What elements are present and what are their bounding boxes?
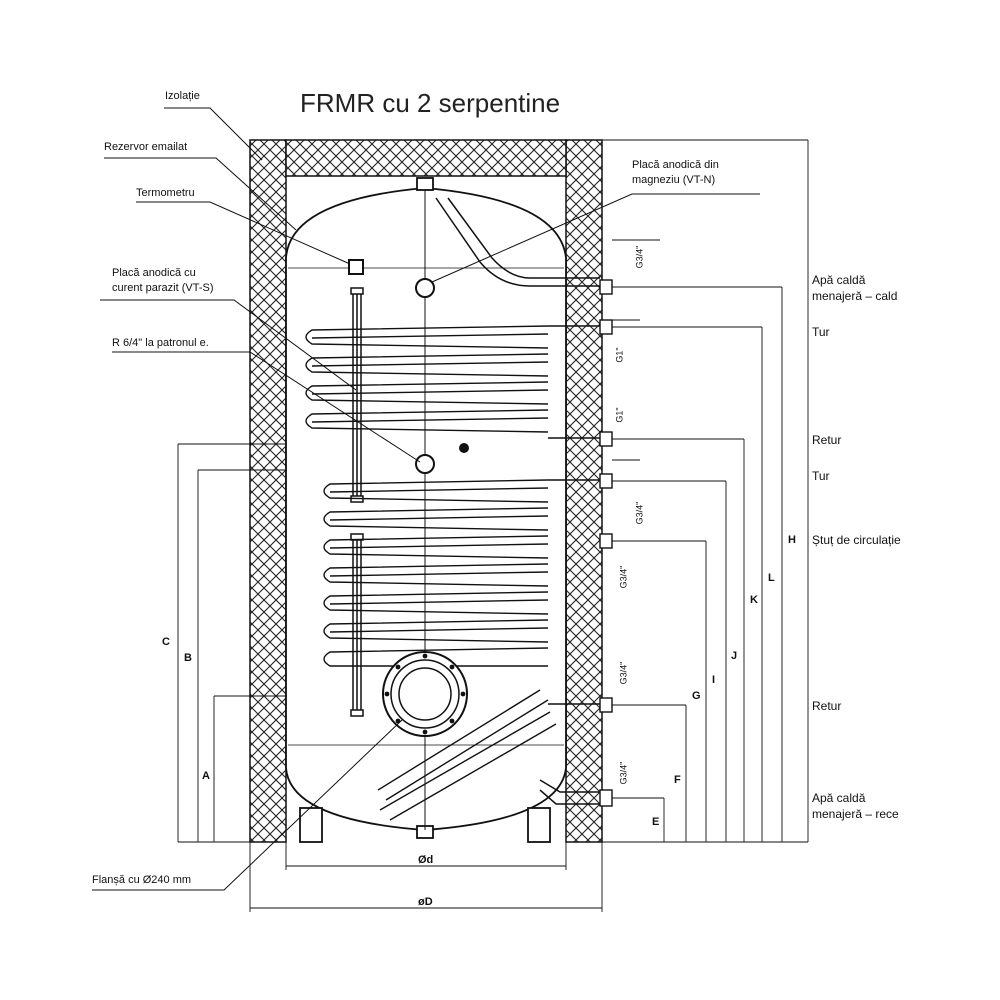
size-label-tur-2: G3/4" bbox=[634, 501, 645, 525]
dim-letter-c: C bbox=[162, 636, 170, 648]
dim-letter-h: H bbox=[788, 534, 796, 546]
label-apa-calda-cald-line2: menajeră – cald bbox=[812, 289, 898, 303]
label-r64: R 6/4" la patronul e. bbox=[112, 337, 209, 349]
bottom-dimension-lines bbox=[249, 842, 603, 912]
diagonal-return-tubes bbox=[377, 689, 557, 821]
size-label-cold-in: G3/4" bbox=[618, 761, 629, 785]
connection-stubs bbox=[599, 279, 613, 807]
dim-letter-b: B bbox=[184, 652, 192, 664]
leader-lines bbox=[92, 107, 760, 891]
label-tur-2: Tur bbox=[812, 469, 830, 483]
label-termometru: Termometru bbox=[136, 187, 195, 199]
label-tur-1: Tur bbox=[812, 325, 830, 339]
left-dimension-lines bbox=[177, 443, 286, 843]
dim-letter-e: E bbox=[652, 816, 660, 828]
size-label-retur-2: G3/4" bbox=[618, 661, 629, 685]
dim-label-inner-diameter: Ød bbox=[418, 854, 434, 866]
hot-water-dip-tube bbox=[435, 197, 600, 287]
label-placa-vtn: Placă anodică din magneziu (VT-N) bbox=[632, 158, 719, 188]
dim-letter-j: J bbox=[731, 650, 738, 662]
anode-port-r64 bbox=[415, 454, 435, 474]
label-apa-calda-rece: Apă caldă menajeră – rece bbox=[812, 790, 899, 822]
dim-letter-k: K bbox=[750, 594, 758, 606]
lower-heating-coil bbox=[323, 479, 600, 705]
flange-240 bbox=[382, 651, 468, 737]
anode-port-vtn bbox=[415, 278, 435, 298]
cold-water-inlet-pipe bbox=[539, 779, 612, 805]
insulation-jacket bbox=[249, 139, 603, 843]
label-apa-calda-cald: Apă caldă menajeră – cald bbox=[812, 272, 897, 304]
sensor-port bbox=[459, 443, 469, 453]
dim-letter-l: L bbox=[768, 572, 775, 584]
label-placa-vtn-line1: Placă anodică din bbox=[632, 159, 719, 171]
dim-letter-g: G bbox=[692, 690, 701, 702]
right-dimension-lines bbox=[602, 139, 809, 843]
size-label-tur-1: G1" bbox=[614, 347, 625, 363]
label-retur-2: Retur bbox=[812, 699, 842, 713]
label-flansa: Flanșă cu Ø240 mm bbox=[92, 874, 192, 886]
dim-letter-f: F bbox=[674, 774, 681, 786]
label-placa-vtn-line2: magneziu (VT-N) bbox=[632, 174, 716, 186]
label-apa-calda-rece-line1: Apă caldă bbox=[812, 791, 866, 805]
label-placa-vts: Placă anodică cu curent parazit (VT-S) bbox=[112, 266, 213, 296]
size-label-circulatie: G3/4" bbox=[618, 565, 629, 589]
label-placa-vts-line1: Placă anodică cu bbox=[112, 267, 196, 279]
label-apa-calda-rece-line2: menajeră – rece bbox=[812, 807, 899, 821]
label-placa-vts-line2: curent parazit (VT-S) bbox=[112, 282, 214, 294]
dim-letter-i: I bbox=[712, 674, 716, 686]
label-apa-calda-cald-line1: Apă caldă bbox=[812, 273, 866, 287]
label-izolatie: Izolație bbox=[165, 90, 200, 102]
label-rezervor-emailat: Rezervor emailat bbox=[104, 141, 188, 153]
size-label-retur-1: G1" bbox=[614, 407, 625, 423]
thermometer-icon bbox=[348, 259, 364, 275]
size-label-hot-out: G3/4" bbox=[634, 245, 645, 269]
label-stut-circulatie: Ștuț de circulație bbox=[812, 533, 901, 547]
page-title: FRMR cu 2 serpentine bbox=[300, 88, 561, 118]
dim-label-outer-diameter: øD bbox=[418, 896, 433, 908]
dim-letter-a: A bbox=[202, 770, 210, 782]
label-retur-1: Retur bbox=[812, 433, 842, 447]
